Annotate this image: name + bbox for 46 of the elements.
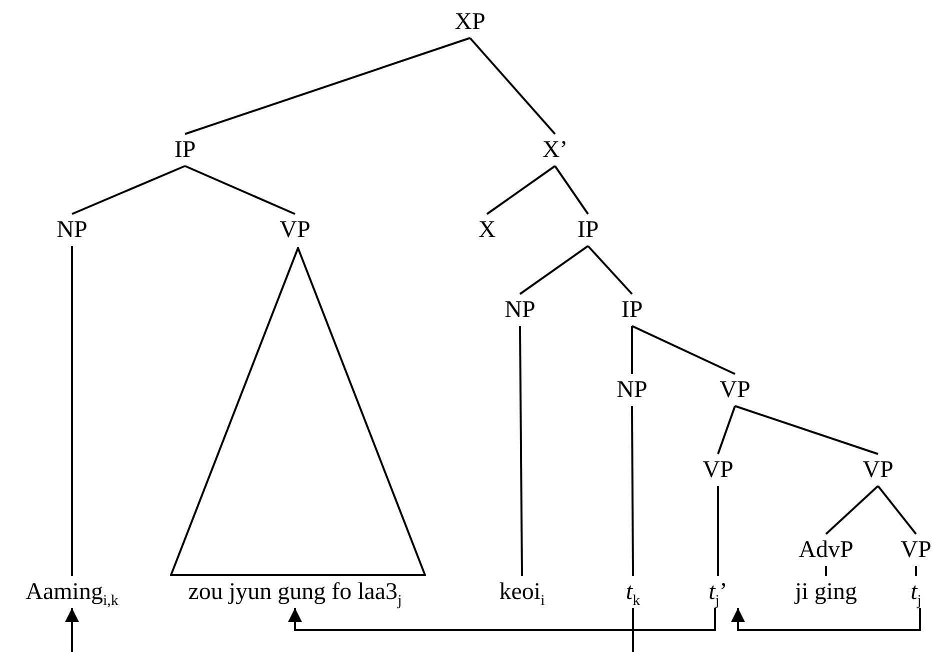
word-label: t$_{k}$ bbox=[626, 578, 640, 606]
word-label: t$_{j}$’ bbox=[708, 578, 728, 606]
branch-line bbox=[486, 165, 556, 215]
category-label: VP bbox=[720, 376, 750, 404]
branch-line bbox=[519, 326, 523, 576]
branch-line bbox=[877, 485, 917, 535]
branch-line bbox=[469, 37, 556, 135]
branch-line bbox=[72, 165, 186, 215]
branch-line bbox=[631, 326, 633, 374]
branch-line bbox=[184, 37, 470, 135]
category-label: VP bbox=[702, 456, 734, 484]
category-label: IP bbox=[577, 216, 599, 244]
branch-line bbox=[587, 245, 633, 295]
category-label: AdvP bbox=[798, 536, 854, 564]
movement-arrow bbox=[65, 608, 79, 652]
category-label: NP bbox=[504, 296, 536, 324]
branch-line bbox=[734, 405, 878, 455]
branch-line bbox=[915, 566, 917, 576]
category-label: X’ bbox=[542, 136, 568, 164]
category-label: VP bbox=[862, 456, 894, 484]
category-label: NP bbox=[616, 376, 648, 404]
branch-line bbox=[71, 246, 73, 576]
branch-line bbox=[631, 406, 634, 576]
branch-line bbox=[825, 485, 879, 535]
category-label: IP bbox=[621, 296, 643, 324]
word-label: t$_{j}$ bbox=[910, 578, 922, 606]
category-label: VP bbox=[900, 536, 932, 564]
word-label: ji ging bbox=[795, 578, 857, 606]
branch-line bbox=[632, 608, 634, 652]
branch-line bbox=[825, 566, 827, 576]
category-label: X bbox=[478, 216, 496, 244]
word-label: zou jyun gung fo laa3$_{j}$ bbox=[188, 578, 402, 606]
category-label: IP bbox=[174, 136, 196, 164]
branch-line bbox=[717, 486, 719, 576]
word-label: Aaming$_{i,k}$ bbox=[26, 578, 118, 606]
movement-arrow bbox=[288, 608, 716, 631]
branch-line bbox=[717, 406, 736, 454]
movement-arrow bbox=[731, 608, 921, 631]
branch-line bbox=[184, 165, 296, 215]
branch-line bbox=[519, 245, 589, 295]
branch-line bbox=[554, 165, 589, 215]
category-label: VP bbox=[280, 216, 310, 244]
word-label: keoi$_{i}$ bbox=[499, 578, 545, 606]
branch-line bbox=[632, 325, 736, 375]
category-label: XP bbox=[454, 8, 486, 36]
category-label: NP bbox=[56, 216, 88, 244]
